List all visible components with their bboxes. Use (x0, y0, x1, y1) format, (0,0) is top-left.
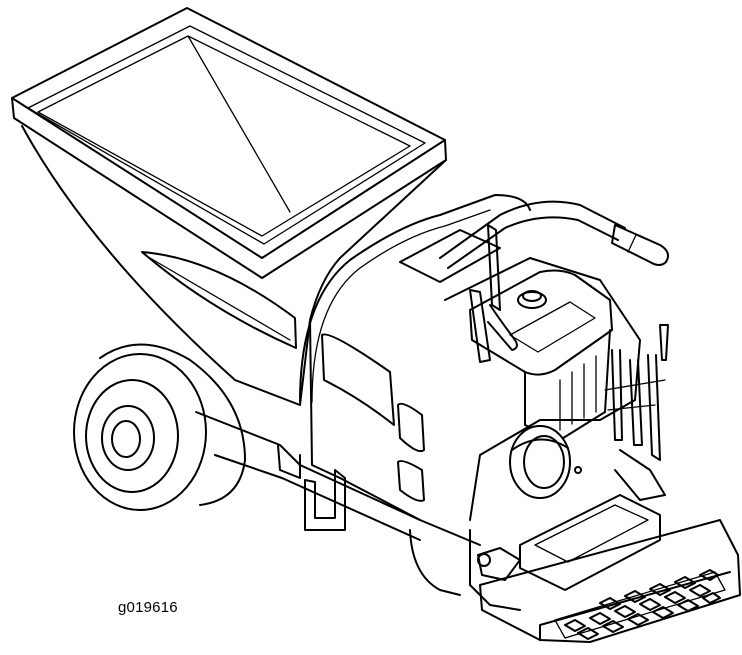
wheel-rim (85, 379, 179, 493)
air-filter-inner (523, 435, 565, 489)
hopper-side-line (149, 257, 291, 341)
hopper-body (21, 125, 447, 406)
hitch-bracket (304, 469, 346, 531)
handle-grip (611, 224, 669, 266)
wheel-tread (99, 343, 246, 506)
fuel-tank-panel (509, 301, 596, 353)
wheel-outer (73, 353, 207, 511)
foot-platform (479, 519, 741, 643)
side-rod-3 (647, 354, 661, 461)
control-lever (487, 224, 501, 311)
platform-edge (539, 571, 731, 641)
hopper-rim-band (11, 97, 447, 279)
pivot-arm (477, 547, 521, 581)
hopper-fold (187, 35, 291, 213)
platform-tread (554, 571, 726, 639)
housing-window-1 (321, 333, 395, 426)
housing-window-3 (397, 460, 425, 502)
tread-pattern (564, 569, 721, 640)
hopper-opening (37, 35, 411, 237)
handle-bar-inner (447, 216, 619, 269)
air-filter-band (511, 438, 569, 451)
housing-side (309, 319, 481, 546)
tray (519, 494, 661, 591)
control-lever-2 (469, 289, 491, 363)
hopper-side-panel (141, 251, 297, 349)
frame-bracket (277, 444, 301, 479)
fuel-cap-top (522, 290, 542, 302)
frame-rail-lower (214, 454, 421, 541)
frame-rail (195, 411, 421, 521)
front-wheel-arc (409, 529, 461, 596)
control-handle (439, 200, 669, 363)
housing-roof-inner (311, 209, 491, 403)
rear-wheel (73, 343, 246, 511)
fuel-tank (469, 269, 613, 376)
wheel-hub-outer (101, 405, 155, 471)
hopper (11, 7, 447, 406)
side-lever-knob (659, 324, 669, 361)
handle-grip-line (627, 234, 637, 253)
housing-roof (299, 194, 531, 403)
tray-handle (614, 449, 666, 501)
engine-fins (559, 355, 597, 431)
side-rod-1 (611, 349, 623, 441)
side-controls (604, 324, 669, 461)
platform-outer (479, 519, 741, 643)
side-rod-2 (629, 359, 643, 446)
access-panel (399, 229, 501, 283)
tray-inner (534, 504, 649, 563)
housing-front (444, 257, 641, 521)
pivot-bolt (477, 553, 491, 567)
engine-bolt (574, 466, 582, 474)
frame (195, 411, 421, 541)
engine-block (524, 329, 611, 441)
handle-bar (439, 200, 626, 259)
hopper-rim-inner (27, 25, 426, 245)
housing-window-2 (397, 402, 425, 453)
side-linkage (604, 379, 666, 411)
wheel-hub-inner (111, 420, 141, 458)
air-filter-outer (509, 425, 571, 499)
engine-assembly (469, 269, 613, 499)
lever-knob (487, 304, 518, 351)
engine-housing (299, 194, 641, 546)
figure-id-label: g019616 (118, 599, 178, 616)
